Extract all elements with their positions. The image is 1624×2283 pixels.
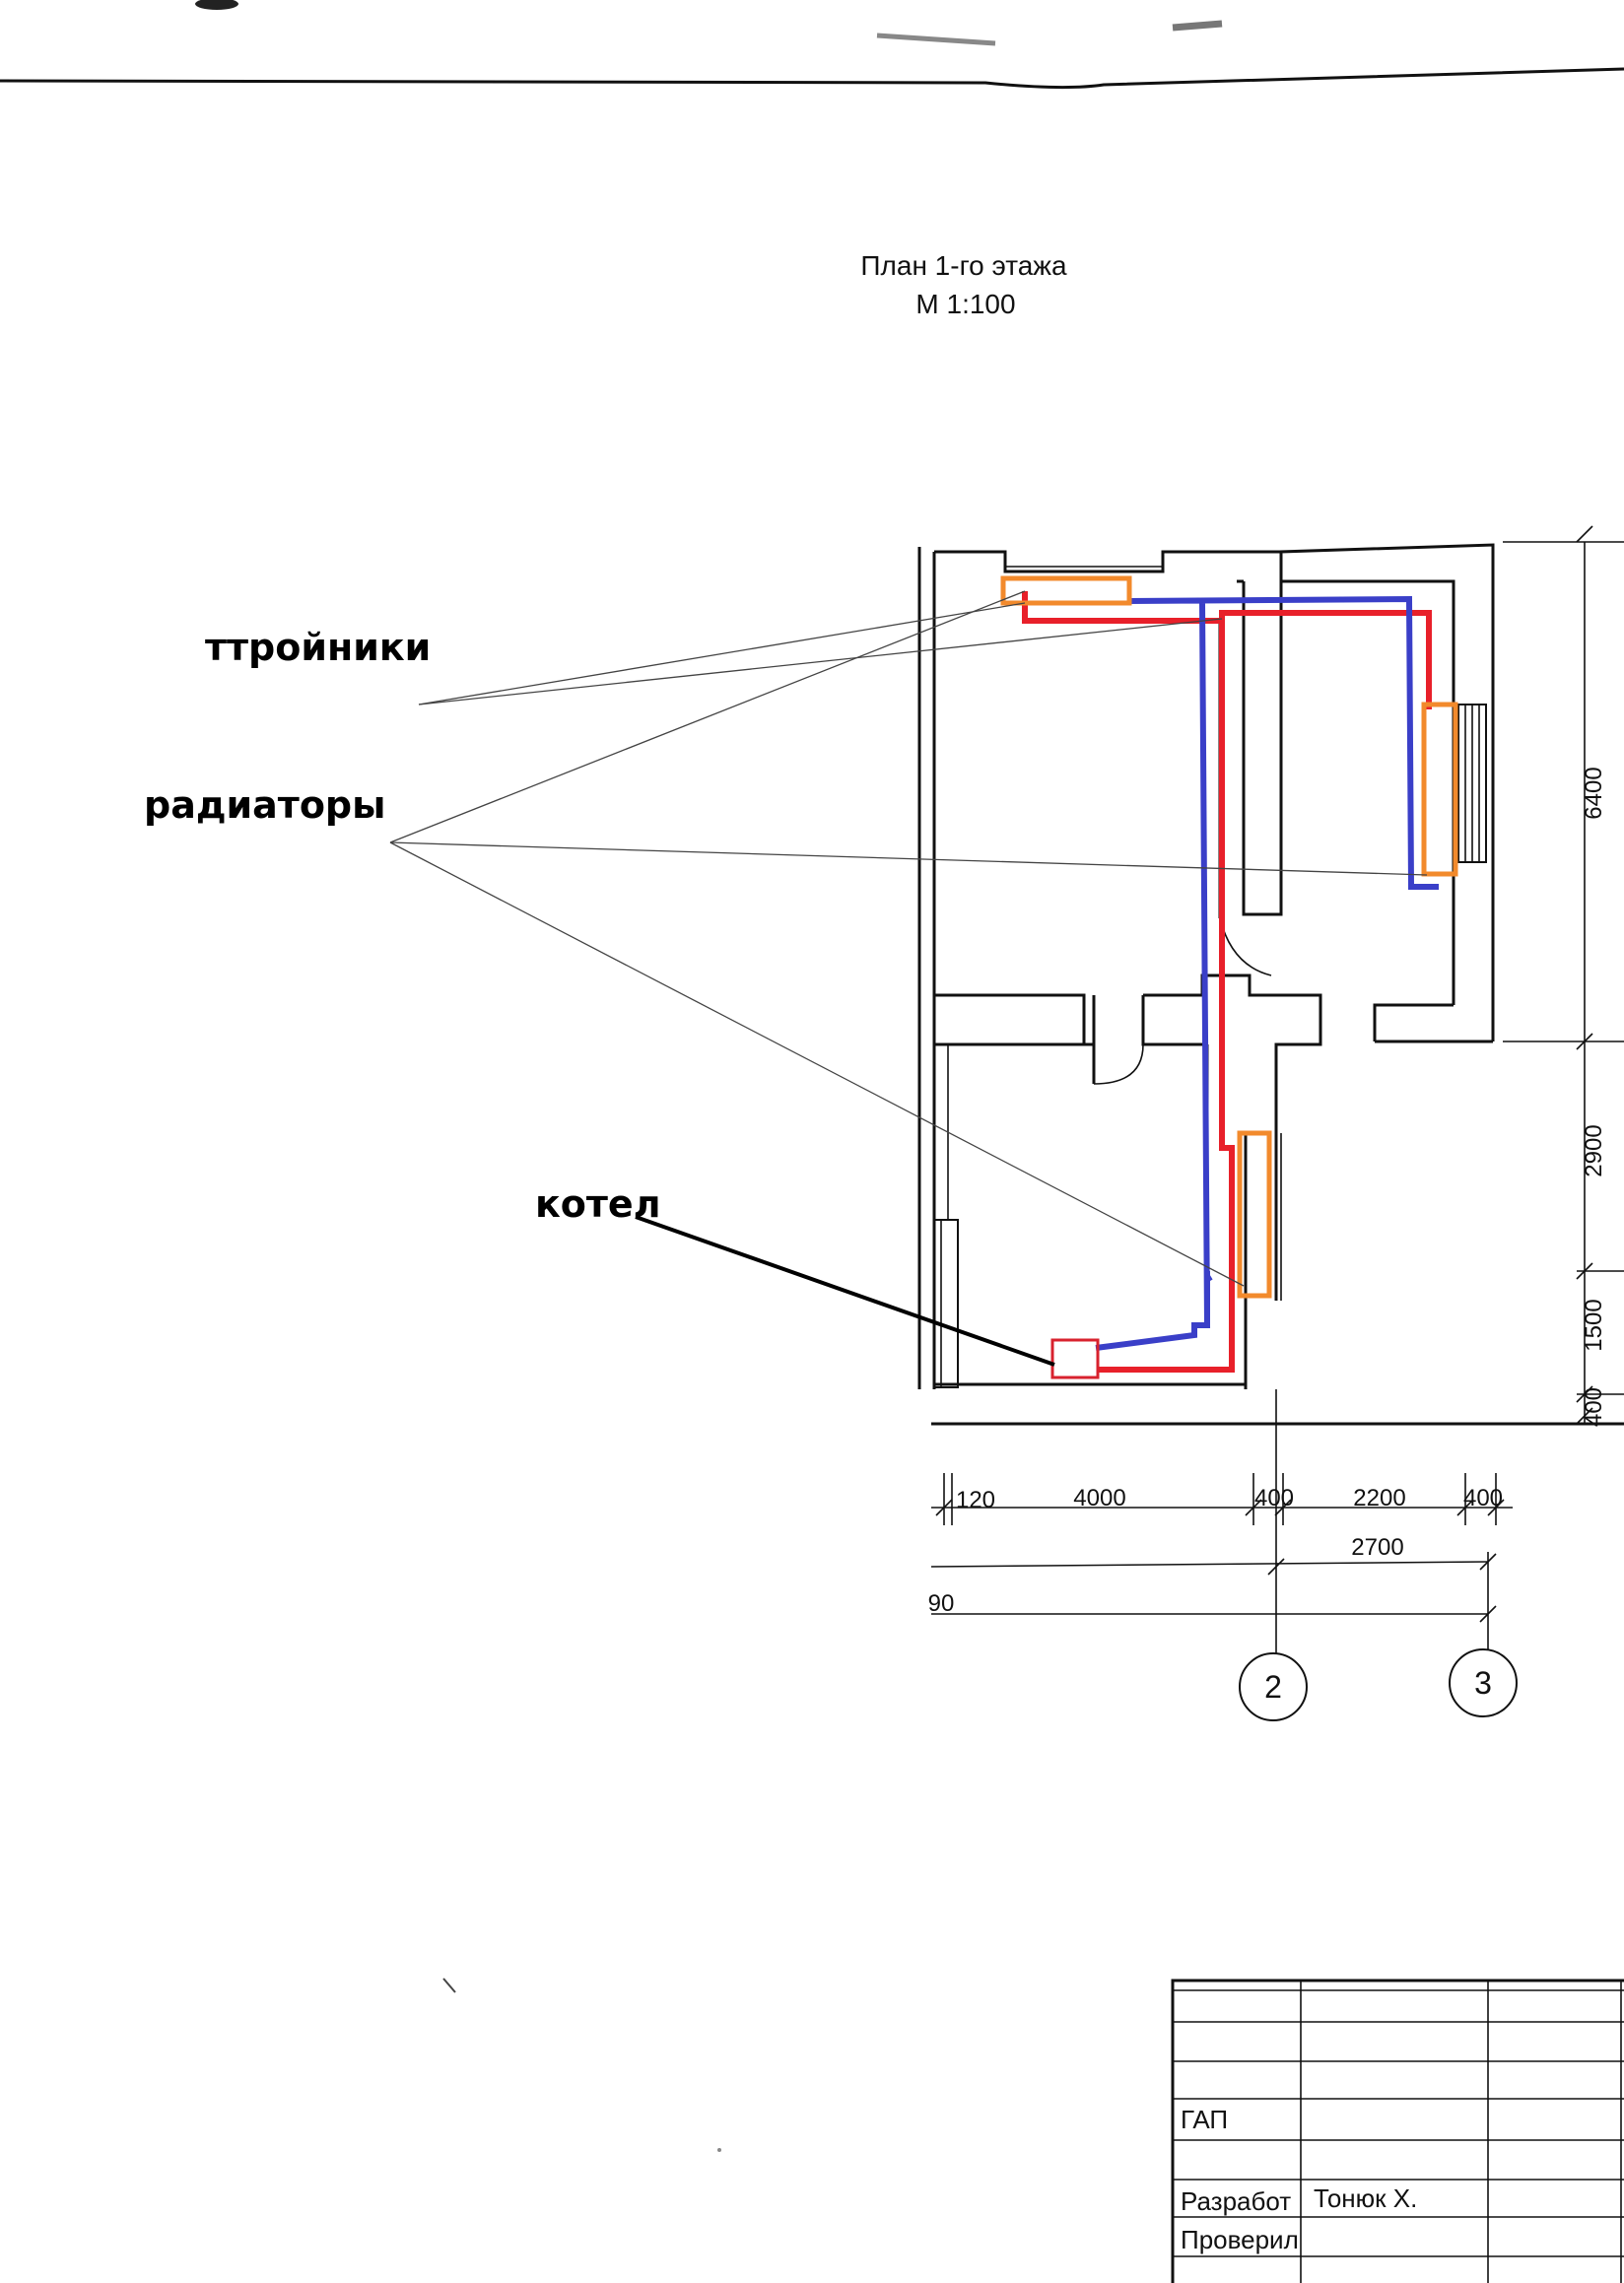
dim-h-400b: 400 (1463, 1485, 1503, 1511)
drawing-title: План 1-го этажа (860, 250, 1067, 281)
radiator-top (1000, 575, 1132, 606)
radiator-lower (1237, 1130, 1272, 1299)
svg-text:3: 3 (1474, 1665, 1492, 1701)
title-block (1171, 1979, 1624, 2283)
dim-h-4000: 4000 (1073, 1485, 1125, 1511)
annotation-boiler: котел (535, 1182, 661, 1226)
dim-h-2200: 2200 (1353, 1485, 1405, 1511)
dim-h-400a: 400 (1254, 1485, 1294, 1511)
dim-v-6400: 6400 (1581, 767, 1607, 819)
dim-v-1500: 1500 (1581, 1299, 1607, 1351)
dim-h-90: 90 (928, 1590, 955, 1617)
drawing-scale: М 1:100 (915, 289, 1015, 319)
vertical-dimensions (1503, 525, 1624, 1425)
supply-pipe (1022, 591, 1432, 1373)
annotation-radiators: радиаторы (144, 783, 386, 827)
horizontal-dimensions (930, 1389, 1513, 1665)
heating-pipes (1022, 591, 1439, 1373)
dim-v-2900: 2900 (1581, 1124, 1607, 1176)
dim-h-2700: 2700 (1351, 1534, 1403, 1561)
title-block-developed-label: Разработ (1181, 2186, 1291, 2216)
dim-h-120: 120 (956, 1487, 995, 1513)
leader-lines (389, 590, 1428, 1367)
svg-text:2: 2 (1264, 1669, 1282, 1705)
annotation-tees: ттройники (205, 626, 431, 669)
title-block-gap: ГАП (1181, 2105, 1228, 2134)
scan-specks (442, 1978, 721, 2152)
title-block-checked-label: Проверил (1181, 2225, 1299, 2254)
title-block-developed-name: Тонюк Х. (1314, 2183, 1417, 2213)
radiator-right (1421, 702, 1458, 877)
dim-v-400: 400 (1581, 1387, 1607, 1427)
axis-marker-3: 3 (1449, 1648, 1518, 1717)
boiler-symbol (1050, 1338, 1100, 1379)
sheet-top-border (0, 0, 1624, 90)
axis-marker-2: 2 (1239, 1652, 1308, 1721)
